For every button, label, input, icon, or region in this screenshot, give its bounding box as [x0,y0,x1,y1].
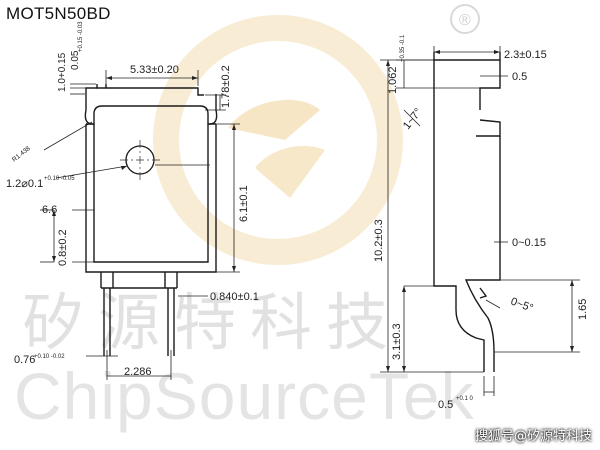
part-number-title: MOT5N50BD [6,4,111,23]
dim-lead-thick: 0.76 [14,354,35,366]
dim-hole-tol: +0.10 -0.05 [44,176,75,182]
dim-lead-pitch: 2.286 [124,366,152,378]
dim-lead-thick-tol: +0.10 -0.02 [34,354,65,360]
front-dimension-lines [40,70,240,380]
dim-lead-offset: 1.65 [577,299,589,320]
dim-lead-len: 3.1±0.3 [391,323,403,360]
svg-text:®: ® [459,12,471,29]
watermark-english: ChipSourceTek [14,359,475,433]
dim-right-height: 6.1±0.1 [238,185,250,222]
dim-total-height: 10.2±0.3 [373,219,385,262]
dim-left-top-b: 0.05 [70,50,81,70]
dim-tab-height: 1.062 [387,66,399,94]
dim-lead-width: 0.840±0.1 [210,291,259,303]
dim-top-step: 1.78±0.2 [220,65,232,108]
dim-width-top: 5.33±0.20 [130,64,179,76]
side-outline [433,52,501,372]
dim-left-top-a: 1.0+0.15 [57,52,68,92]
side-dimension-lines [380,46,580,396]
dim-body-width: 6.6 [42,204,57,216]
dim-step: 0.5 [512,71,527,83]
dim-tab-height-tol: +0.35 -0.1 [400,34,406,62]
watermark-chinese: 矽源特科技 [22,286,403,359]
dim-bottom-tol: +0.1 0 [456,396,474,402]
dim-bottom: 0.5 [438,399,453,411]
dim-lower-height: 0.8±0.2 [57,229,69,266]
dim-left-top-b-tol: +0.15 -0.03 [78,21,84,52]
source-credit: 搜狐号@矽源特科技 [474,429,592,444]
dim-top-thick: 2.3±0.15 [504,49,547,61]
front-arrowheads [52,76,236,272]
registered-mark: ® [449,3,481,35]
centerlines [120,140,160,180]
dim-hole: 1.2⌀0.1 [6,178,43,190]
side-arrowheads [386,50,574,372]
dim-gap: 0~0.15 [512,237,546,249]
dim-lead-angle: 0~5° [509,296,535,315]
